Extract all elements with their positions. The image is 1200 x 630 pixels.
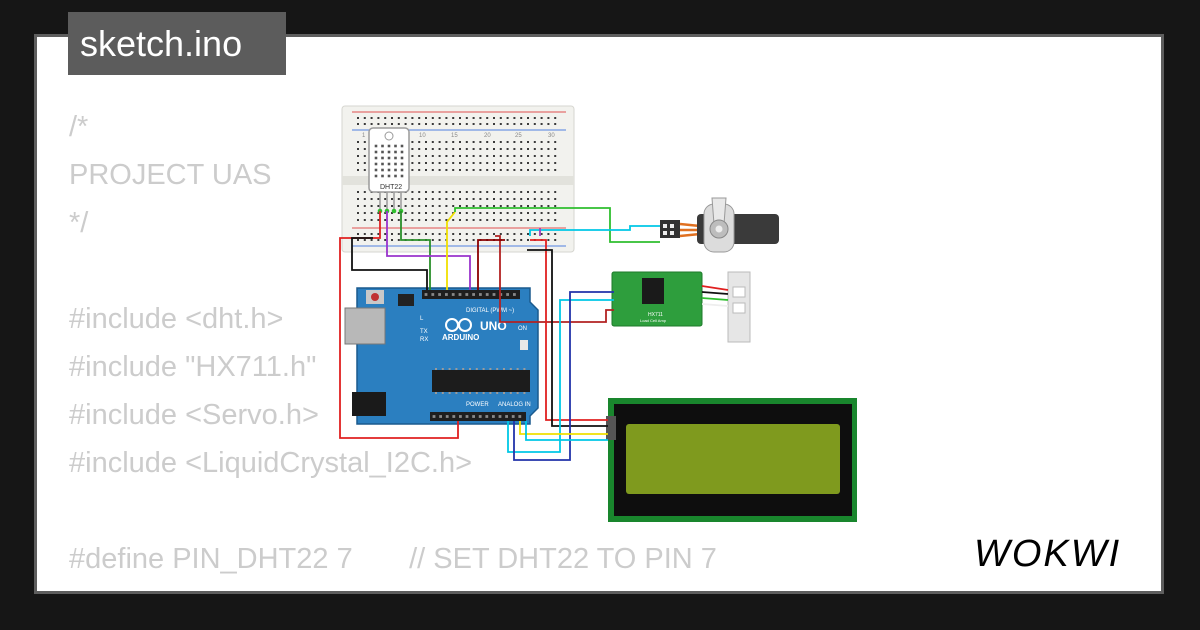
lcd-display	[606, 398, 857, 522]
servo-motor	[660, 197, 779, 253]
breadboard-col-label: 1	[362, 133, 366, 139]
arduino-uno: DIGITAL (PWM ~) ARDUINO UNO ON TX RX L P…	[344, 287, 539, 425]
chip-pins	[435, 368, 526, 394]
wokwi-logo-text: WOKWI	[974, 533, 1121, 575]
rx-label: RX	[420, 337, 428, 343]
wokwi-logo: WOKWI	[974, 533, 1121, 575]
breadboard-holes	[357, 117, 557, 241]
dht22-grille	[374, 144, 404, 178]
breadboard-col-label: 20	[484, 133, 491, 139]
breadboard-col-label: 30	[548, 133, 555, 139]
arduino-infinity-icon	[445, 318, 472, 332]
file-name-tab: sketch.ino	[68, 12, 286, 75]
breadboard-col-label: 10	[419, 133, 426, 139]
on-label: ON	[518, 326, 527, 332]
wires	[339, 207, 729, 461]
power-analog-header	[432, 415, 522, 418]
code-line: */	[69, 207, 89, 239]
power-label: POWER	[466, 402, 489, 408]
code-line: #include "HX711.h"	[69, 351, 317, 383]
code-line: #include <LiquidCrystal_I2C.h>	[69, 447, 473, 479]
code-line: #include <Servo.h>	[69, 399, 319, 431]
file-name: sketch.ino	[80, 23, 243, 64]
tx-label: TX	[420, 329, 428, 335]
hx711-module: HX711 Load Cell Amp	[611, 271, 751, 343]
hx711-subtitle: Load Cell Amp	[640, 318, 667, 323]
breadboard-col-label: 15	[451, 133, 458, 139]
code-preview: /* PROJECT UAS */ #include <dht.h> #include …	[69, 103, 865, 591]
dht22-sensor: DHT22	[368, 127, 410, 214]
code-line: #include <dht.h>	[69, 303, 284, 335]
digital-label: DIGITAL (PWM ~)	[466, 308, 514, 314]
code-line: #define PIN_DHT22 7 // SET DHT22 TO PIN …	[69, 543, 717, 575]
code-line: PROJECT UAS	[69, 159, 272, 191]
analog-label: ANALOG IN	[498, 402, 531, 408]
dht22-label: DHT22	[380, 184, 402, 191]
hx711-title: HX711	[648, 312, 663, 318]
code-line: /*	[69, 111, 89, 143]
l-label: L	[420, 316, 424, 322]
arduino-brand: ARDUINO	[442, 333, 479, 342]
preview-card: /* PROJECT UAS */ #include <dht.h> #include …	[34, 34, 1164, 594]
breadboard-col-label: 25	[515, 133, 522, 139]
